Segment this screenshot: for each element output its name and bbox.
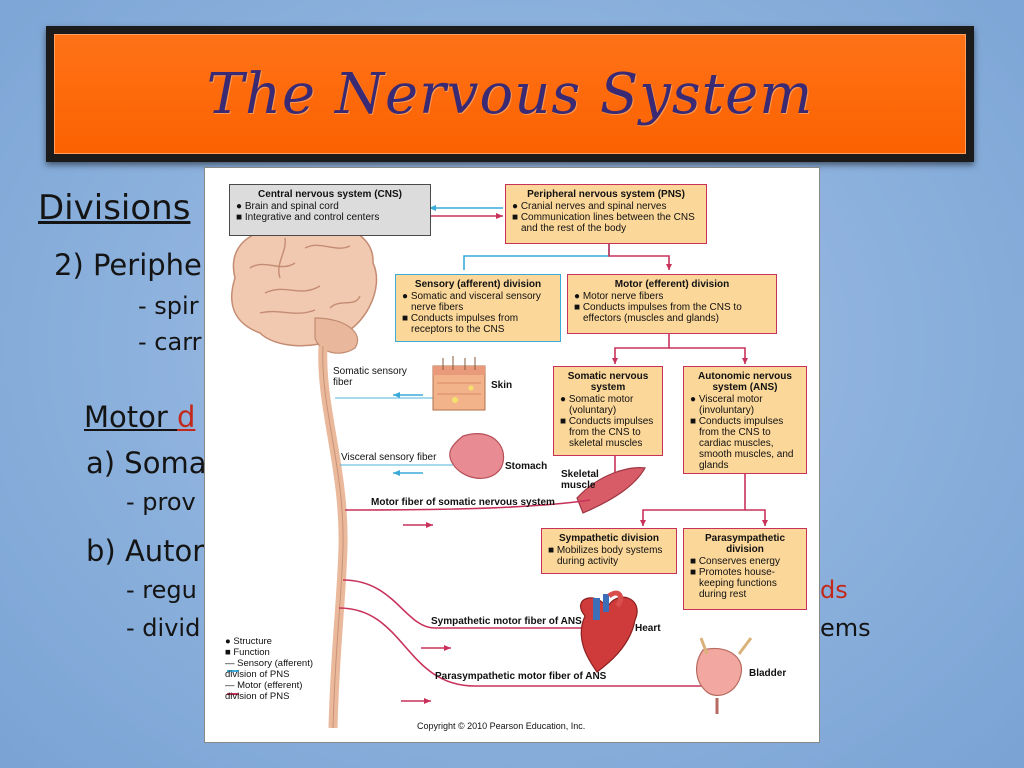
slide-title: The Nervous System (206, 61, 814, 127)
parasympathetic-item-1: ■ Conserves energy (690, 556, 780, 567)
motor-heading: Motor d (84, 400, 195, 434)
sensory-division-box: Sensory (afferent) division ● Somatic an… (395, 274, 561, 342)
heart-label: Heart (635, 623, 661, 634)
bullet-regulates-tail: ds (820, 576, 848, 604)
legend-sensory: — Sensory (afferent) division of PNS (225, 658, 314, 680)
pns-arrowhead (496, 213, 503, 219)
cns-box: Central nervous system (CNS) ● Brain and… (229, 184, 431, 236)
autonomic-title: Autonomic nervous system (ANS) (698, 371, 792, 393)
sympathetic-title: Sympathetic division (558, 533, 660, 544)
bullet-regulates: - regu (126, 576, 197, 604)
somatic-system-box: Somatic nervous system ● Somatic motor (… (553, 366, 663, 456)
bullet-autonomic: b) Autor (86, 534, 205, 568)
skeletal-muscle-illustration (576, 467, 646, 514)
somatic-motor-fiber-label: Motor fiber of somatic nervous system (371, 497, 555, 508)
legend-motor: — Motor (efferent) division of PNS (225, 680, 303, 702)
cns-item-2: ■ Integrative and control centers (236, 212, 380, 223)
motor-item-1: ● Motor nerve fibers (574, 291, 664, 302)
pns-item-1: ● Cranial nerves and spinal nerves (512, 201, 667, 212)
motor-item-2: ■ Conducts impulses from the CNS to effe… (574, 302, 742, 324)
title-banner: The Nervous System (46, 26, 974, 162)
pns-to-motor-line (608, 242, 670, 270)
diagram-artwork (227, 205, 768, 729)
sympathetic-division-box: Sympathetic division ■ Mobilizes body sy… (541, 528, 677, 574)
brain-illustration (231, 223, 378, 354)
sympathetic-motor-fiber (342, 579, 585, 629)
somatic-title: Somatic nervous system (567, 371, 649, 393)
somatic-sensory-fiber-label: Somatic sensory fiber (333, 366, 407, 388)
legend-function: ■ Function (225, 647, 270, 658)
autonomic-system-box: Autonomic nervous system (ANS) ● Viscera… (683, 366, 807, 474)
motor-to-ans-line (669, 347, 746, 364)
ans-to-sympathetic-line (642, 474, 746, 526)
parasympathetic-title: Parasympathetic division (704, 533, 786, 555)
motor-title: Motor (efferent) division (614, 279, 730, 290)
legend-structure: ● Structure (225, 636, 272, 647)
sensory-title: Sensory (afferent) division (414, 279, 542, 290)
bullet-divided: - divid (126, 614, 201, 642)
sensory-item-2: ■ Conducts impulses from receptors to th… (402, 313, 519, 335)
parasympathetic-item-2: ■ Promotes house-keeping functions durin… (690, 567, 777, 600)
bullet-divided-tail: ems (820, 614, 871, 642)
bullet-carries: - carr (138, 328, 202, 356)
pns-to-sensory-line (463, 242, 610, 270)
bullet-peripheral: 2) Periphe (54, 248, 202, 282)
spinal-cord (318, 345, 348, 729)
motor-heading-tail: d (177, 400, 196, 434)
sympathetic-item-1: ■ Mobilizes body systems during activity (548, 545, 663, 567)
cns-item-1: ● Brain and spinal cord (236, 201, 339, 212)
cns-title: Central nervous system (CNS) (258, 189, 402, 200)
skin-illustration (432, 356, 486, 411)
motor-to-somatic-line (614, 333, 670, 364)
nervous-system-diagram: Central nervous system (CNS) ● Brain and… (204, 167, 820, 743)
bladder-label: Bladder (749, 668, 787, 679)
parasympathetic-division-box: Parasympathetic division ■ Conserves ene… (683, 528, 807, 610)
sympathetic-fiber-label: Sympathetic motor fiber of ANS (431, 616, 582, 627)
pns-title: Peripheral nervous system (PNS) (527, 189, 685, 200)
bullet-somatic: a) Soma (86, 446, 207, 480)
bullet-spinal: - spir (138, 292, 199, 320)
somatic-motor-fiber (344, 499, 591, 511)
skeletal-muscle-label: Skeletal muscle (561, 469, 599, 491)
autonomic-item-2: ■ Conducts impulses from the CNS to card… (690, 416, 794, 471)
bullet-provides: - prov (126, 488, 196, 516)
divisions-heading: Divisions (38, 188, 191, 228)
motor-division-box: Motor (efferent) division ● Motor nerve … (567, 274, 777, 334)
skin-label: Skin (491, 380, 513, 391)
bladder-illustration (696, 637, 753, 714)
pns-item-2: ■ Communication lines between the CNS an… (512, 212, 695, 234)
cns-arrowhead (429, 205, 436, 211)
parasympathetic-motor-fiber (338, 607, 720, 687)
heart-illustration (579, 590, 638, 673)
motor-heading-text: Motor (84, 400, 178, 434)
figure-legend: ● Structure ■ Function — Sensory (affere… (225, 636, 325, 702)
visceral-sensory-fiber-label: Visceral sensory fiber (341, 452, 437, 463)
stomach-illustration (449, 433, 505, 479)
title-banner-inner: The Nervous System (54, 34, 966, 154)
somatic-item-1: ● Somatic motor (voluntary) (560, 394, 634, 416)
sensory-item-1: ● Somatic and visceral sensory nerve fib… (402, 291, 541, 313)
stomach-label: Stomach (505, 461, 548, 472)
parasympathetic-fiber-label: Parasympathetic motor fiber of ANS (435, 671, 607, 682)
somatic-item-2: ■ Conducts impulses from the CNS to skel… (560, 416, 654, 449)
ans-to-parasympathetic-line (745, 509, 766, 526)
pns-box: Peripheral nervous system (PNS) ● Crania… (505, 184, 707, 244)
copyright-notice: Copyright © 2010 Pearson Education, Inc. (417, 721, 586, 731)
autonomic-item-1: ● Visceral motor (involuntary) (690, 394, 763, 416)
